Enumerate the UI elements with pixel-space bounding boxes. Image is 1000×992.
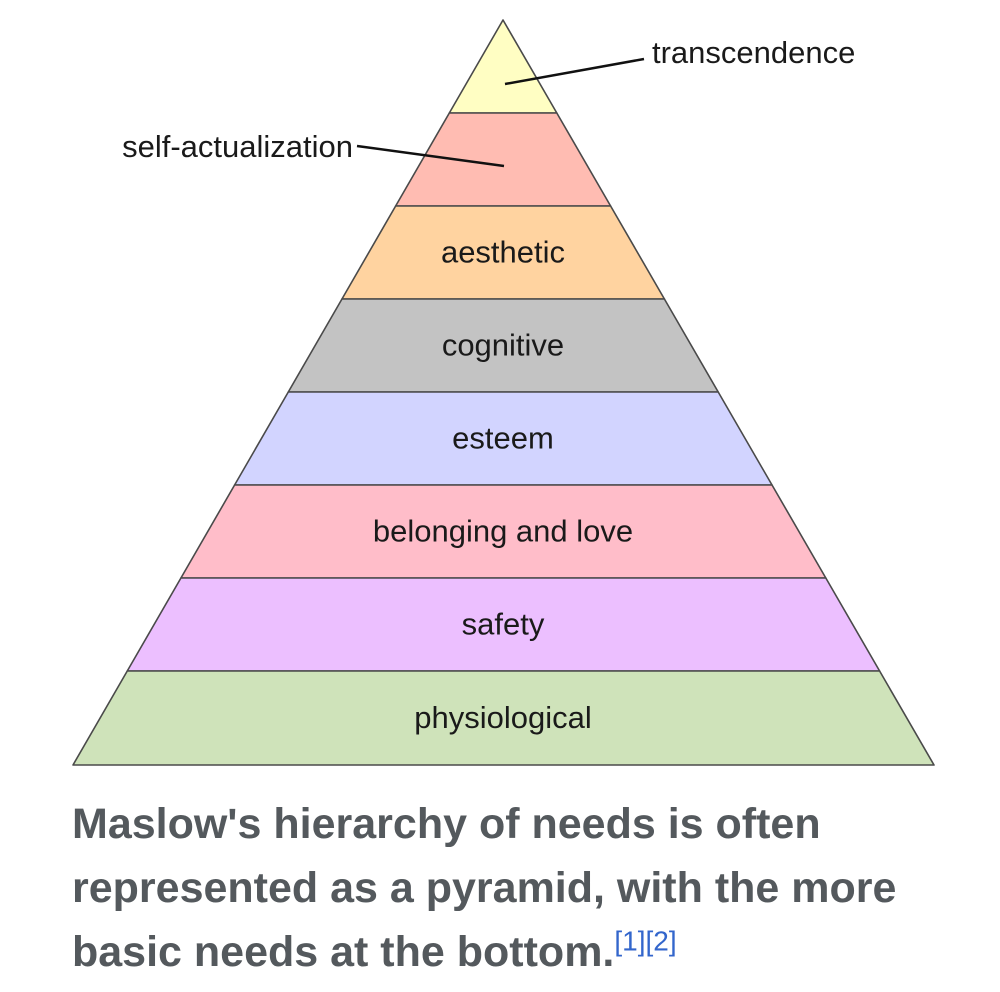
pyramid-tier-1 bbox=[448, 19, 558, 114]
maslow-pyramid-diagram: aesthetic cognitive esteem belonging and lo… bbox=[72, 19, 935, 766]
tier-label-aesthetic: aesthetic bbox=[441, 235, 565, 270]
tier-label-physiological: physiological bbox=[414, 700, 592, 735]
tier-label-esteem: esteem bbox=[452, 421, 554, 456]
caption-text: Maslow's hierarchy of needs is often rep… bbox=[72, 800, 897, 976]
transcendence-callout-line bbox=[504, 57, 645, 86]
transcendence-label: transcendence bbox=[652, 35, 855, 70]
self-actualization-label: self-actualization bbox=[122, 129, 353, 164]
tier-label-belonging-and-love: belonging and love bbox=[373, 514, 633, 549]
figure-caption: Maslow's hierarchy of needs is often rep… bbox=[72, 792, 972, 984]
pyramid-tier-8 bbox=[72, 670, 935, 766]
tier-label-safety: safety bbox=[462, 607, 545, 642]
pyramid-tiers: aesthetic cognitive esteem belonging and lo… bbox=[72, 19, 935, 766]
self-actualization-callout-line bbox=[356, 144, 505, 168]
pyramid-tier-2 bbox=[394, 112, 612, 207]
pyramid-callouts: transcendence self-actualization bbox=[122, 35, 855, 168]
citation-link-1[interactable]: [1] bbox=[614, 925, 646, 957]
citation-link-2[interactable]: [2] bbox=[645, 925, 677, 957]
tier-label-cognitive: cognitive bbox=[442, 328, 564, 363]
